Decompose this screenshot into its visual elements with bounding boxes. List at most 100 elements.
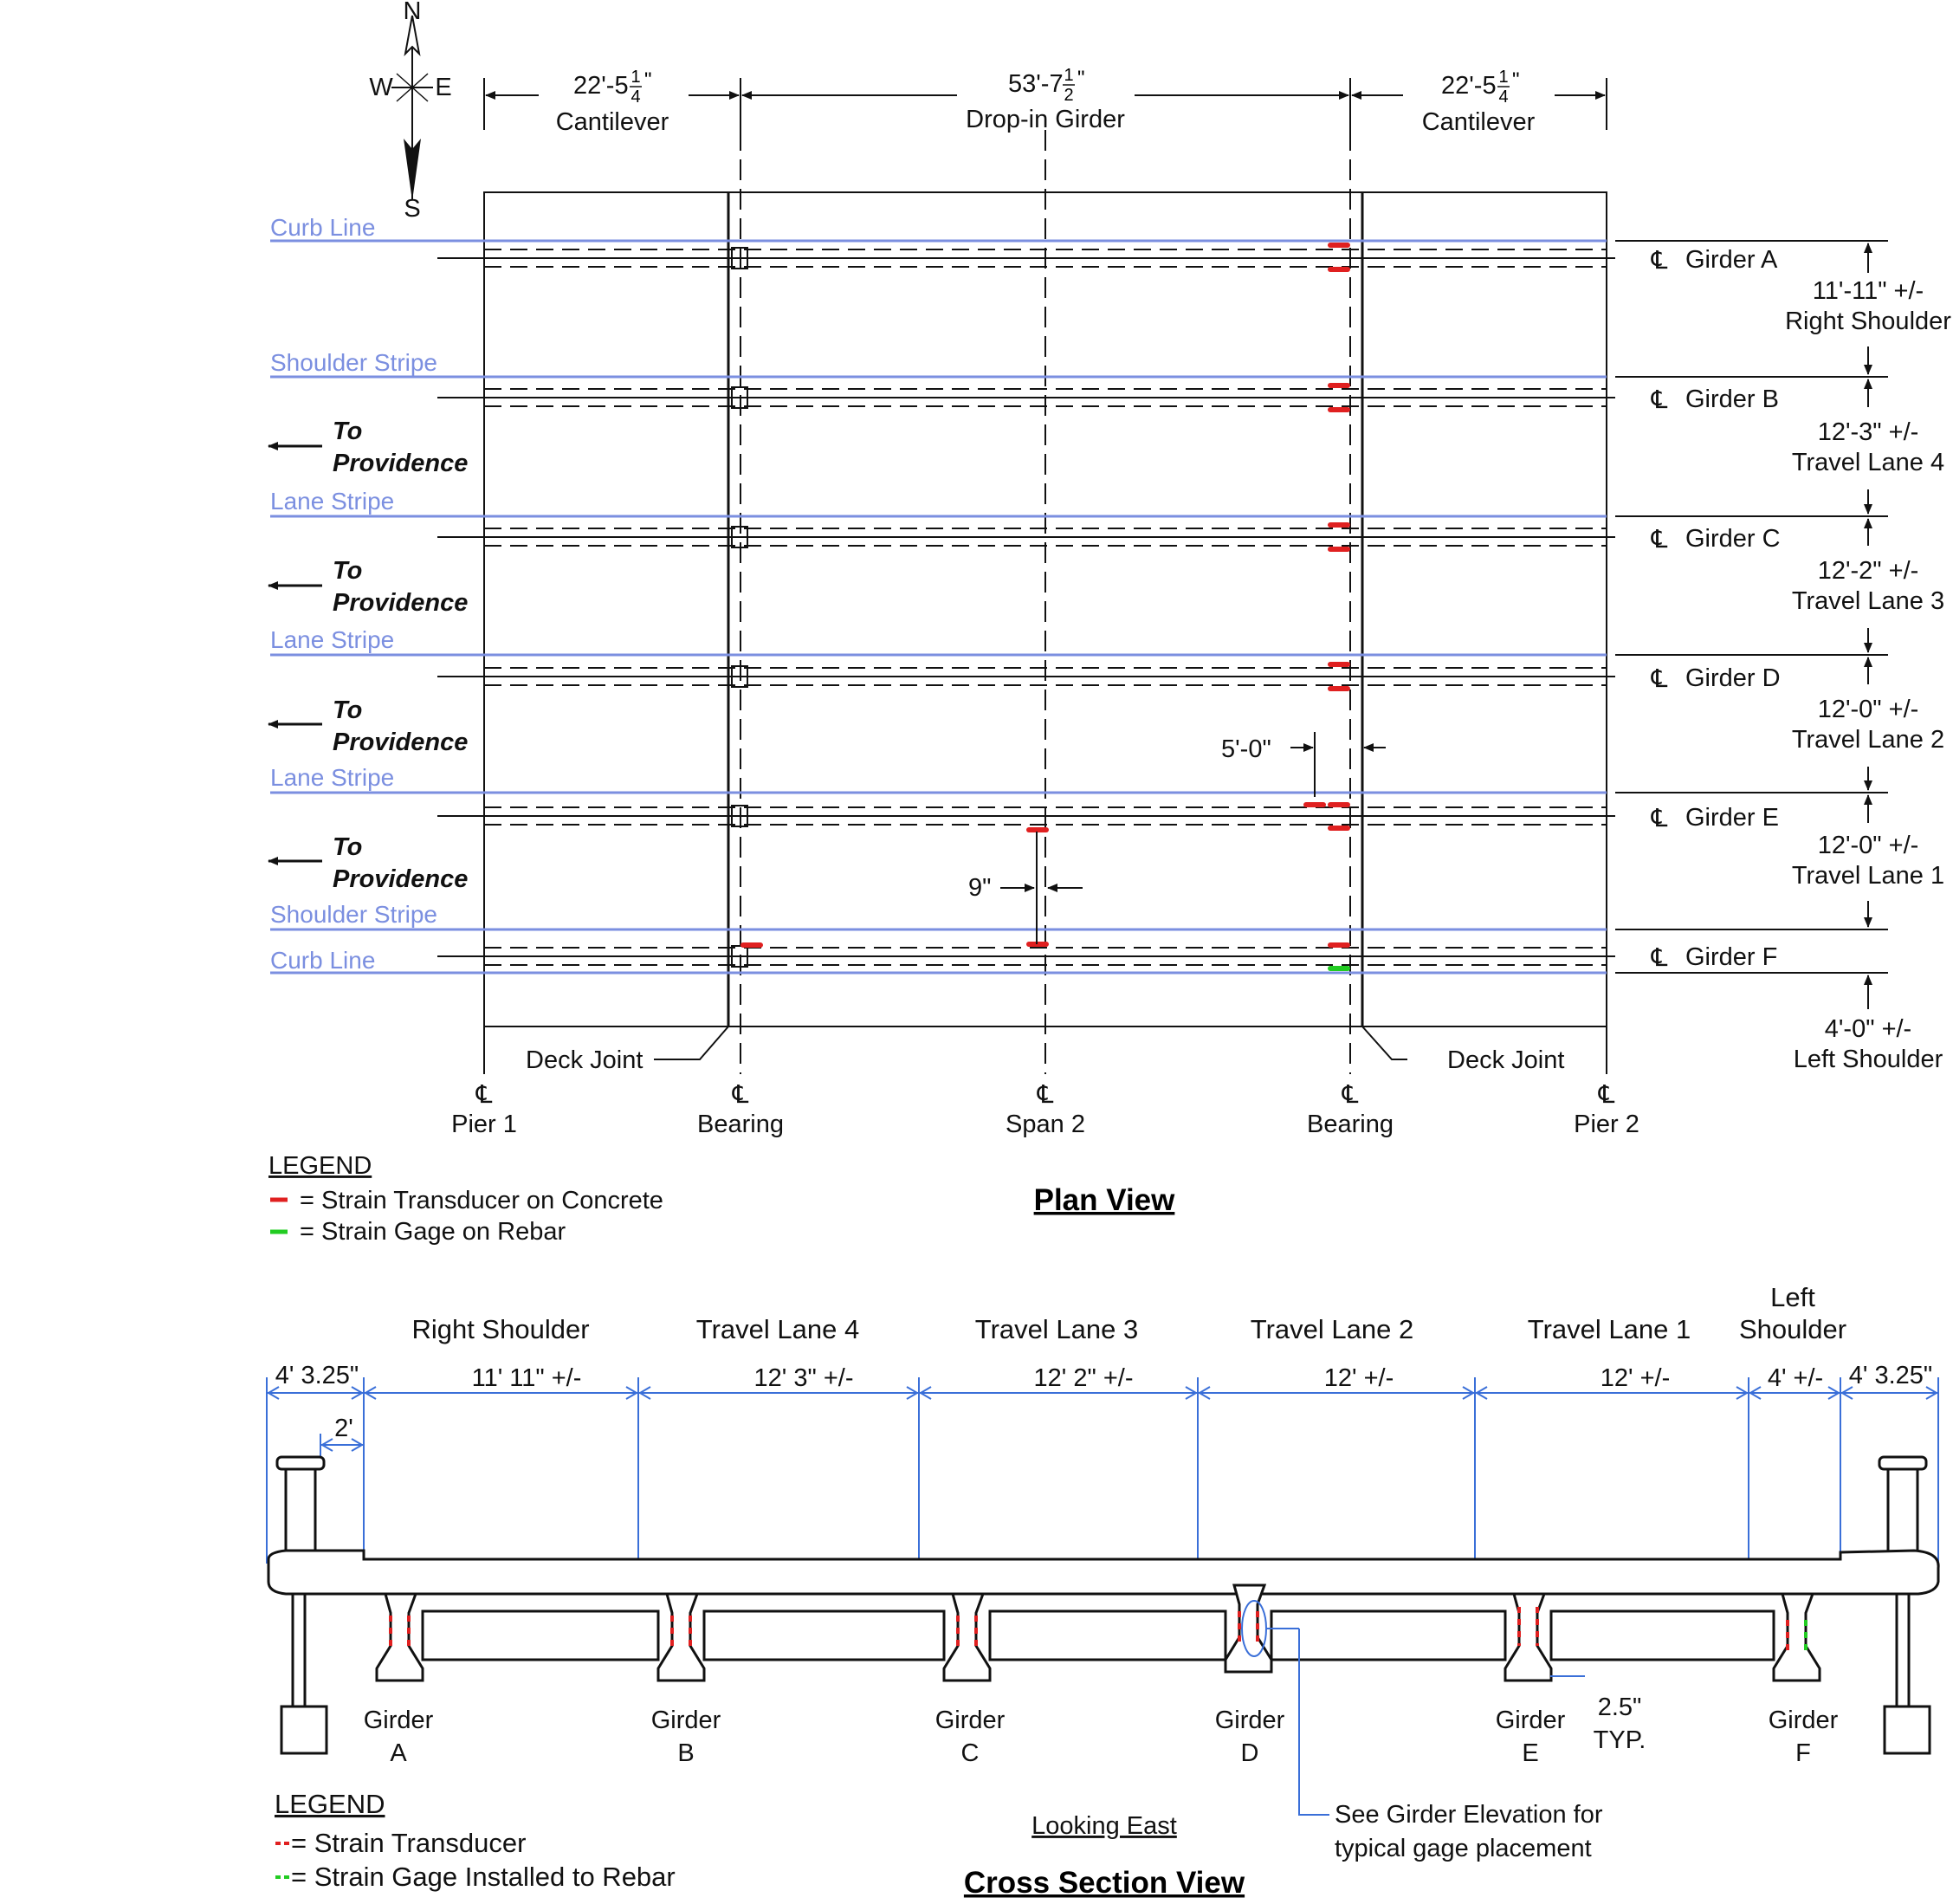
xs-gauges <box>389 1607 1807 1650</box>
compass-icon: N S W E <box>369 0 451 223</box>
svg-text:": " <box>1512 68 1520 92</box>
plan-legend-title: LEGEND <box>268 1152 372 1180</box>
svg-text:℄: ℄ <box>1651 665 1668 693</box>
xs-girder-a-letter: A <box>390 1739 407 1767</box>
dim-lane3-label: Travel Lane 3 <box>1792 587 1944 615</box>
girder-lines <box>437 247 1615 968</box>
dim-right-shoulder-label: Right Shoulder <box>1785 308 1951 335</box>
girder-line-c <box>437 526 1615 548</box>
xs-girder-f-word: Girder <box>1769 1706 1839 1734</box>
xs-lane-2: Travel Lane 2 <box>1251 1314 1413 1344</box>
plan-gauges <box>740 243 1350 971</box>
svg-text:℄: ℄ <box>1037 1081 1054 1109</box>
dim-5ft-label: 5'-0" <box>1221 735 1271 763</box>
bridge-cross-section <box>267 1455 1940 1755</box>
xs-legend-item-transducer: = Strain Transducer <box>291 1828 526 1858</box>
xs-girder-b-word: Girder <box>651 1706 721 1734</box>
xs-dim-1: 11' 11" +/- <box>472 1364 582 1392</box>
xs-typ-value: 2.5" <box>1598 1694 1642 1721</box>
stripe-label-curb-top: Curb Line <box>270 214 375 241</box>
girder-line-d <box>437 665 1615 688</box>
cross-section-view: Right Shoulder Travel Lane 4 Travel Lane… <box>266 1282 1940 1900</box>
lane-stripes <box>270 239 1888 975</box>
dim-cantilever-left: 22'-5 1 4 " Cantilever <box>556 68 669 136</box>
dim-5ft <box>1290 732 1386 797</box>
direction-to-3: To <box>333 696 362 724</box>
stripe-label-lane-2: Lane Stripe <box>270 626 394 653</box>
stripe-label-lane-3: Lane Stripe <box>270 764 394 791</box>
xs-left-shoulder-1: Left <box>1770 1282 1815 1312</box>
xs-note-2: typical gage placement <box>1335 1835 1592 1862</box>
xs-dim-2ft: 2' <box>334 1415 353 1442</box>
dim-lane1-label: Travel Lane 1 <box>1792 862 1944 890</box>
direction-to-2: To <box>333 557 362 585</box>
svg-text:53'-7: 53'-7 <box>1008 70 1064 98</box>
girder-label-a: Girder A <box>1685 246 1778 274</box>
dim-right-shoulder: 11'-11" +/- <box>1813 277 1924 305</box>
girder-label-c: Girder C <box>1685 525 1781 553</box>
xs-dimension-chain <box>266 1377 1939 1564</box>
svg-text:4: 4 <box>1498 87 1508 107</box>
top-dimensions <box>483 78 1607 130</box>
plan-view-title: Plan View <box>1034 1183 1176 1217</box>
label-bearing-left: Bearing <box>697 1111 784 1138</box>
svg-text:4: 4 <box>631 87 640 107</box>
girder-labels: ℄ Girder A ℄ Girder B ℄ Girder C ℄ Girde… <box>1651 246 1781 972</box>
dim-lane4: 12'-3" +/- <box>1818 418 1919 446</box>
xs-lane-3: Travel Lane 3 <box>975 1314 1138 1344</box>
xs-legend-title: LEGEND <box>275 1789 385 1819</box>
xs-dim-5: 12' +/- <box>1601 1364 1671 1392</box>
label-pier-1: Pier 1 <box>451 1111 517 1138</box>
svg-text:": " <box>1077 67 1085 90</box>
direction-city-4: Providence <box>333 865 468 893</box>
xs-left-shoulder-2: Shoulder <box>1739 1314 1846 1344</box>
girder-line-e <box>437 805 1615 827</box>
cross-section-title: Cross Section View <box>964 1866 1245 1900</box>
dim-left-shoulder-label: Left Shoulder <box>1794 1046 1943 1073</box>
plan-legend: LEGEND = Strain Transducer on Concrete =… <box>268 1152 663 1246</box>
svg-text:22'-5: 22'-5 <box>1441 72 1497 100</box>
label-span-2: Span 2 <box>1006 1111 1085 1138</box>
deck-joint-right: Deck Joint <box>1447 1046 1564 1074</box>
xs-girder-labels: Girder A Girder B Girder C Girder D Gird… <box>364 1706 1839 1767</box>
dim-lane2: 12'-0" +/- <box>1818 696 1919 723</box>
svg-text:℄: ℄ <box>1598 1081 1615 1109</box>
xs-note-1: See Girder Elevation for <box>1335 1801 1603 1829</box>
direction-city-2: Providence <box>333 589 468 617</box>
xs-dim-2: 12' 3" +/- <box>754 1364 854 1392</box>
svg-text:℄: ℄ <box>1342 1081 1359 1109</box>
svg-text:1: 1 <box>1064 66 1073 85</box>
stripe-label-curb-bottom: Curb Line <box>270 947 375 974</box>
xs-girder-d-word: Girder <box>1215 1706 1285 1734</box>
dim-9in-label: 9" <box>968 874 991 902</box>
xs-lane-1: Travel Lane 1 <box>1528 1314 1691 1344</box>
svg-text:℄: ℄ <box>1651 247 1668 275</box>
dim-cantilever-right: 22'-5 1 4 " Cantilever <box>1422 68 1536 136</box>
centerline-labels: ℄ Pier 1 ℄ Bearing ℄ Span 2 ℄ Bearing ℄ … <box>451 1081 1639 1138</box>
girder-label-d: Girder D <box>1685 664 1781 692</box>
compass-s: S <box>404 195 420 223</box>
xs-girder-e-word: Girder <box>1496 1706 1566 1734</box>
plan-legend-item-rebar: = Strain Gage on Rebar <box>300 1218 566 1246</box>
compass-w: W <box>369 74 393 101</box>
label-cantilever-left: Cantilever <box>556 108 669 136</box>
dim-9in <box>1000 832 1083 944</box>
compass-n: N <box>404 0 422 25</box>
girder-label-b: Girder B <box>1685 385 1779 413</box>
xs-dim-6: 4' +/- <box>1768 1364 1823 1392</box>
girder-line-a <box>437 247 1615 269</box>
xs-girder-b-letter: B <box>677 1739 694 1767</box>
svg-text:2: 2 <box>1064 86 1073 105</box>
direction-to-1: To <box>333 418 362 445</box>
girder-label-f: Girder F <box>1685 943 1777 971</box>
direction-arrows <box>268 442 322 865</box>
xs-legend: LEGEND = Strain Transducer = Strain Gage… <box>275 1789 676 1892</box>
deck-joint-left: Deck Joint <box>526 1046 643 1074</box>
dim-left-shoulder: 4'-0" +/- <box>1825 1015 1911 1043</box>
direction-city-1: Providence <box>333 450 468 477</box>
stripe-label-shoulder-top: Shoulder Stripe <box>270 349 437 376</box>
xs-dim-4: 12' +/- <box>1324 1364 1394 1392</box>
xs-typ-label: TYP. <box>1594 1726 1646 1754</box>
xs-dim-3: 12' 2" +/- <box>1034 1364 1134 1392</box>
xs-dim-0: 4' 3.25" <box>275 1362 359 1389</box>
